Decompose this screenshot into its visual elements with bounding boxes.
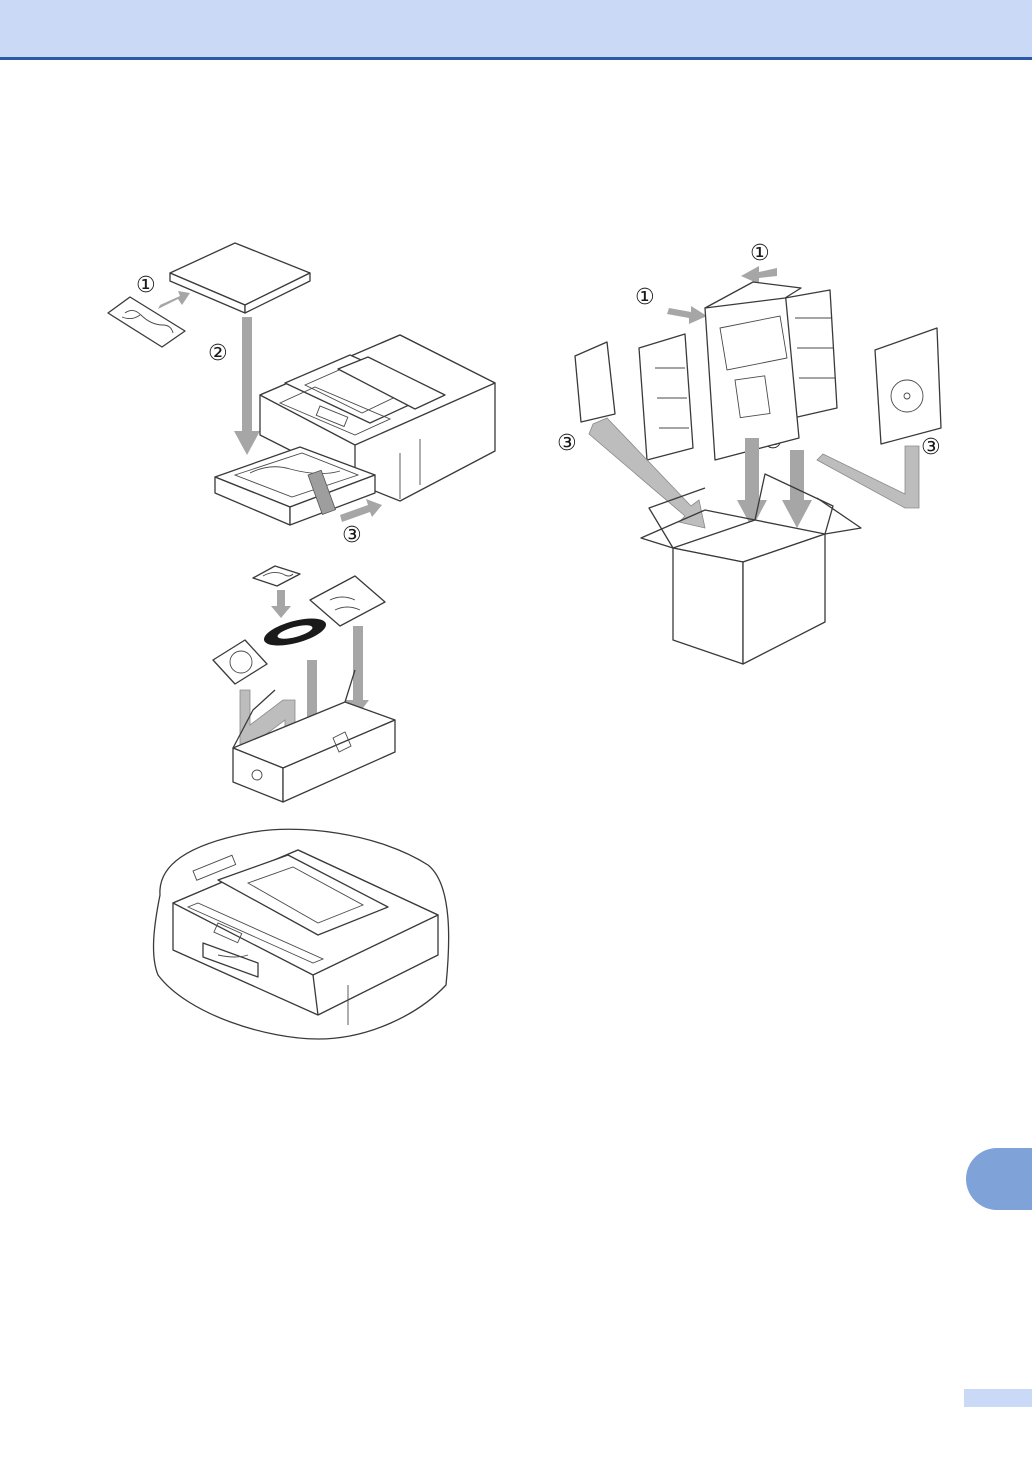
- step-3-label-left: ③: [557, 431, 577, 456]
- chapter-tab: [966, 1148, 1032, 1210]
- step-3-label: ③: [342, 523, 362, 548]
- bagged-machine-illustration: [148, 825, 453, 1045]
- header-band: [0, 0, 1032, 60]
- tray-packing-illustration: ① ② ③: [100, 235, 500, 555]
- step-1-label: ①: [136, 273, 156, 298]
- instruction-sheet: [310, 576, 385, 626]
- step-1-arrow: [158, 291, 190, 309]
- machine-with-foam: [639, 282, 837, 460]
- step-3-label-right: ③: [921, 435, 941, 460]
- step-1-label-left: ①: [635, 285, 655, 310]
- cd-rom-sleeve: [875, 328, 941, 444]
- cord-bag: [253, 566, 300, 586]
- step-2-label: ②: [208, 341, 228, 366]
- documents-sleeve: [575, 342, 615, 422]
- fax-machine-bagged: [173, 850, 438, 1025]
- cable-bag: [108, 297, 185, 347]
- cd-rom-sleeve: [213, 640, 267, 684]
- documentation-booklet: [170, 243, 310, 313]
- step-1-label-top: ①: [750, 241, 770, 266]
- carton-packing-illustration: ① ① ② ③ ③: [555, 238, 975, 668]
- accessory-box-illustration: [205, 560, 410, 805]
- page-number: [964, 1389, 1032, 1407]
- step-2-arrow: [234, 317, 260, 455]
